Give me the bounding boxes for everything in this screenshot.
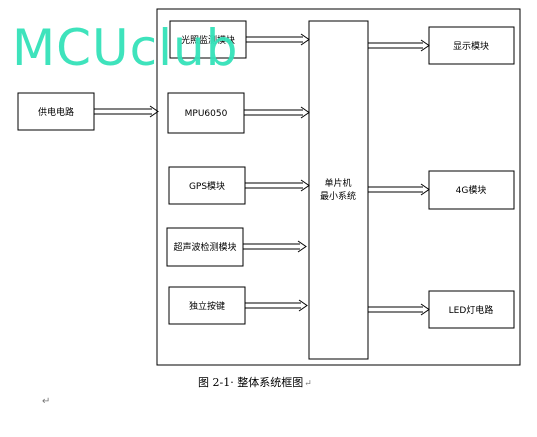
display-block: 显示模块	[428, 26, 515, 65]
ultrasonic-label: 超声波检测模块	[173, 241, 236, 253]
led-block: LED灯电路	[428, 290, 515, 329]
figure-caption: 图 2-1· 整体系统框图↵	[198, 374, 312, 390]
arrow-mcu-to-led	[368, 303, 430, 316]
light-monitor-block: 光照监测模块	[169, 20, 247, 59]
arrow-mcu-to-display	[368, 39, 430, 52]
mcu-label-line1: 单片机	[324, 177, 351, 189]
caption-paragraph-mark: ↵	[304, 379, 312, 389]
ultrasonic-block: 超声波检测模块	[166, 227, 244, 267]
power-supply-label: 供电电路	[38, 106, 74, 118]
arrow-gps-to-mcu	[245, 179, 310, 192]
mpu6050-label: MPU6050	[185, 109, 228, 119]
button-label: 独立按键	[189, 300, 225, 312]
button-block: 独立按键	[168, 286, 246, 325]
arrow-mcu-to-4g	[368, 183, 430, 196]
mcu-label-line2: 最小系统	[320, 190, 356, 202]
arrow-light-to-mcu	[246, 33, 310, 46]
power-supply-block: 供电电路	[17, 92, 95, 131]
module-4g-label: 4G模块	[456, 184, 487, 196]
figure-caption-text: 图 2-1· 整体系统框图	[198, 376, 304, 389]
arrow-button-to-mcu	[245, 299, 308, 312]
display-label: 显示模块	[453, 40, 489, 52]
module-4g-block: 4G模块	[428, 170, 515, 210]
arrow-power-to-frame	[94, 105, 159, 118]
arrow-mpu-to-mcu	[244, 106, 310, 119]
gps-block: GPS模块	[168, 166, 246, 205]
arrow-ultrasonic-to-mcu	[243, 240, 307, 253]
paragraph-mark: ↵	[42, 396, 51, 407]
mpu6050-block: MPU6050	[167, 92, 245, 134]
light-monitor-label: 光照监测模块	[181, 34, 235, 46]
led-label: LED灯电路	[449, 304, 494, 316]
gps-label: GPS模块	[189, 180, 225, 192]
mcu-block: 单片机 最小系统	[308, 20, 369, 360]
